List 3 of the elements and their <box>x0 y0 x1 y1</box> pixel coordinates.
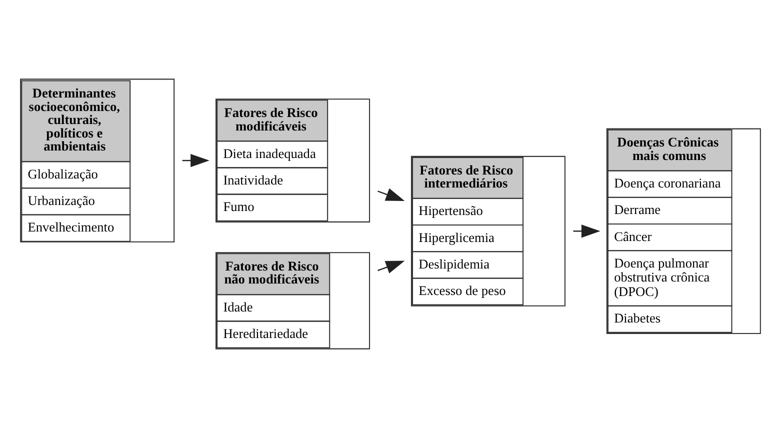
arrow <box>378 188 405 201</box>
arrow <box>573 224 600 238</box>
arrow <box>378 260 405 273</box>
